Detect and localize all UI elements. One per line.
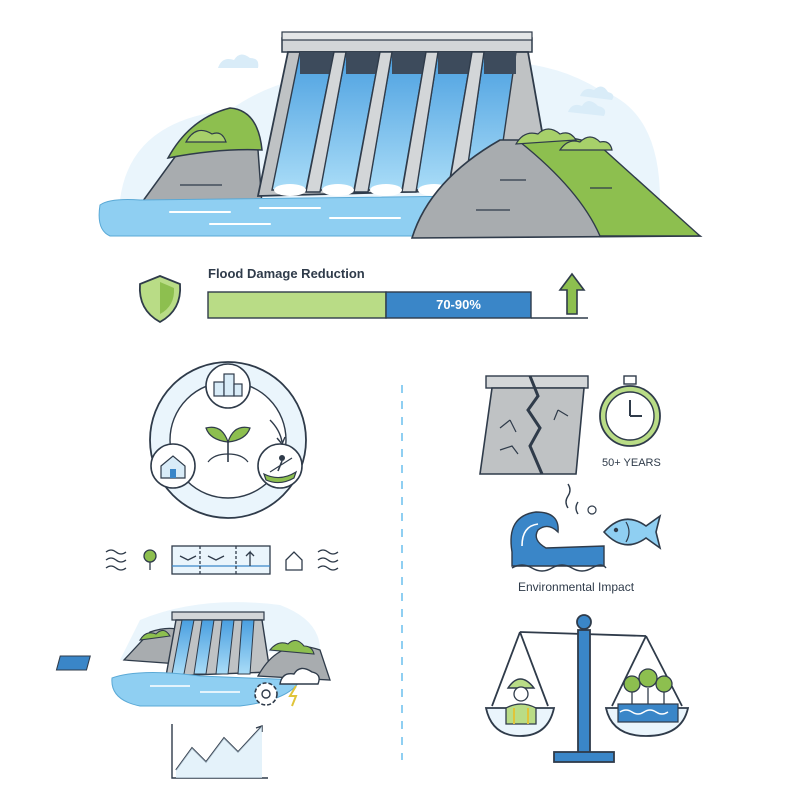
progress-bar-blue: [385, 291, 532, 319]
trees-icon: [617, 668, 679, 723]
solar-panel-icon: [55, 655, 91, 671]
buildings-icon: [205, 363, 251, 409]
cracked-dam-icon: [479, 375, 589, 475]
main-dam-illustration: [98, 31, 703, 239]
cloud-icon: [218, 54, 614, 116]
stopwatch-icon: [599, 375, 661, 447]
kayak-icon: [257, 443, 303, 489]
line-chart-icon: [171, 724, 268, 779]
wave-icon: [510, 483, 607, 572]
flood-damage-title: Flood Damage Reduction: [208, 266, 365, 281]
flow-icon-strip: [105, 545, 339, 575]
dam-piers: [305, 51, 485, 193]
worker-icon: [505, 678, 537, 725]
environmental-impact-label: Environmental Impact: [518, 580, 635, 594]
fish-icon: [587, 505, 662, 550]
arrow-up-icon: [558, 272, 586, 315]
lifespan-label: 50+ YEARS: [602, 457, 661, 469]
leaf-icon: [205, 426, 251, 463]
small-dam-illustration: [55, 602, 331, 707]
cycle-diagram: [149, 361, 307, 519]
flood-damage-section: [138, 272, 588, 324]
gear-icon: [254, 682, 278, 706]
house-icon: [150, 443, 196, 489]
flood-damage-value: 70-90%: [436, 297, 481, 312]
progress-bar-green: [207, 291, 387, 319]
storm-cloud-icon: [279, 667, 320, 707]
